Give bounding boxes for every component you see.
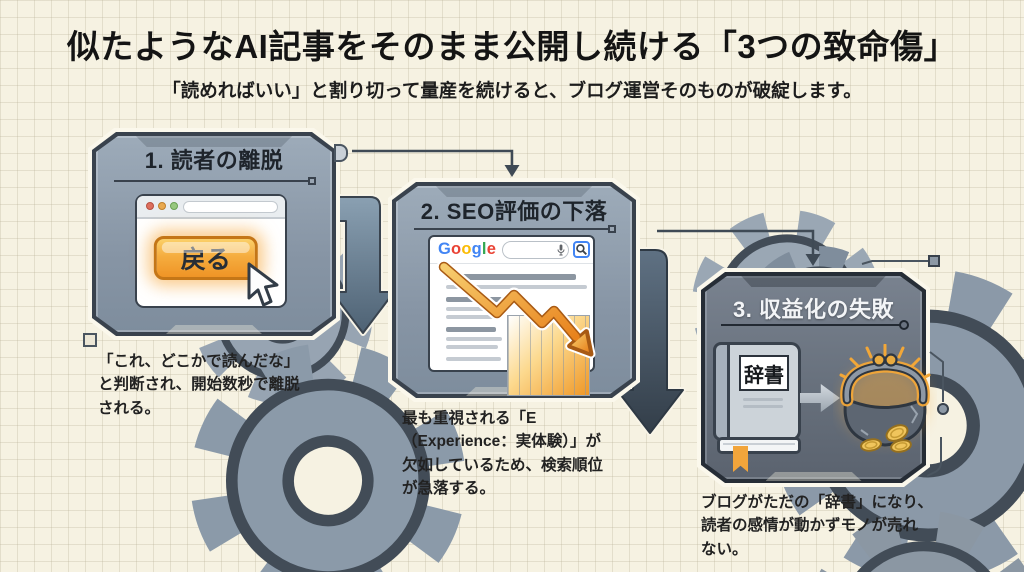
book-label: 辞書 — [739, 355, 789, 391]
panel-2-title: 2. SEO評価の下落 — [420, 199, 608, 224]
result-line — [446, 307, 504, 311]
search-button — [573, 241, 590, 258]
result-line — [446, 285, 587, 289]
panel-bottom-notch — [765, 472, 862, 481]
panel-top-band — [135, 136, 293, 147]
google-logo-letter: o — [451, 240, 462, 258]
header: 似たようなAI記事をそのまま公開し続ける「3つの致命傷」 「読めればいい」と割り… — [0, 0, 1024, 103]
mic-icon — [557, 244, 565, 256]
caption-monetization-failure: ブログがただの「辞書」になり、 読者の感情が動かずモノが売れ ない。 — [701, 494, 933, 558]
divider-end-circle — [899, 320, 909, 330]
back-button: 戻る — [153, 236, 258, 280]
coins-icon — [860, 424, 912, 453]
book-text-line — [743, 405, 783, 408]
book-pages — [717, 437, 801, 454]
google-search-bar: Google — [430, 237, 593, 264]
panel-3-title: 3. 収益化の失敗 — [733, 297, 894, 322]
result-line — [446, 315, 500, 319]
divider-end-square — [308, 177, 316, 185]
coin-purse-icon — [839, 344, 931, 453]
panel-monetization-failure: 3. 収益化の失敗 辞書 — [697, 268, 931, 487]
book-text-line — [743, 398, 783, 401]
address-bar — [183, 201, 278, 213]
google-logo-letter: o — [461, 240, 472, 258]
result-line — [446, 357, 501, 361]
decline-arrow-icon — [436, 259, 596, 359]
browser-content: 戻る — [137, 219, 285, 308]
result-line — [446, 274, 576, 280]
panel-top-band — [435, 186, 593, 197]
google-logo-letter: e — [486, 240, 497, 258]
page-title: 似たようなAI記事をそのまま公開し続ける「3つの致命傷」 — [66, 28, 958, 65]
browser-titlebar — [137, 196, 285, 219]
panel-divider — [114, 177, 316, 185]
panel-reader-exit: 1. 読者の離脱 戻る — [88, 128, 348, 340]
traffic-light-green-icon — [170, 202, 178, 210]
google-logo: Google — [438, 240, 496, 259]
panel-seo-drop: 2. SEO評価の下落 Google — [388, 178, 640, 402]
browser-window: 戻る — [135, 194, 287, 308]
panel-connector-tab — [334, 144, 348, 162]
panel-1-title: 1. 読者の離脱 — [144, 148, 284, 173]
result-line — [446, 337, 502, 341]
google-search-page: Google — [428, 235, 596, 396]
result-line — [446, 327, 496, 332]
panel-top-band — [741, 276, 886, 287]
google-logo-letter: G — [438, 240, 452, 258]
panel-divider — [721, 320, 909, 330]
search-input — [502, 241, 569, 259]
traffic-light-orange-icon — [158, 202, 166, 210]
magnifier-icon — [576, 244, 587, 255]
purse-clasp — [872, 353, 886, 367]
page-subtitle: 「読めればいい」と割り切って量産を続けると、ブログ運営そのものが破綻します。 — [162, 80, 862, 101]
result-line — [446, 345, 498, 349]
traffic-light-red-icon — [146, 202, 154, 210]
caption-reader-exit: 「これ、どこかで読んだな」 と判断され、開始数秒で離脱 される。 — [98, 353, 300, 417]
caption-seo-drop: 最も重視される「E （Experience：実体験）」が 欠如しているため、検索… — [402, 410, 604, 497]
bookmark-ribbon — [733, 446, 748, 472]
panel-divider — [414, 225, 616, 233]
divider-end-square — [608, 225, 616, 233]
book-icon: 辞書 — [713, 342, 801, 472]
cursor-icon — [247, 262, 279, 307]
google-logo-letter: l — [481, 240, 487, 258]
down-arrow-icon-1 — [329, 194, 397, 336]
google-logo-letter: g — [471, 240, 482, 258]
panel-bottom-notch — [166, 325, 262, 334]
